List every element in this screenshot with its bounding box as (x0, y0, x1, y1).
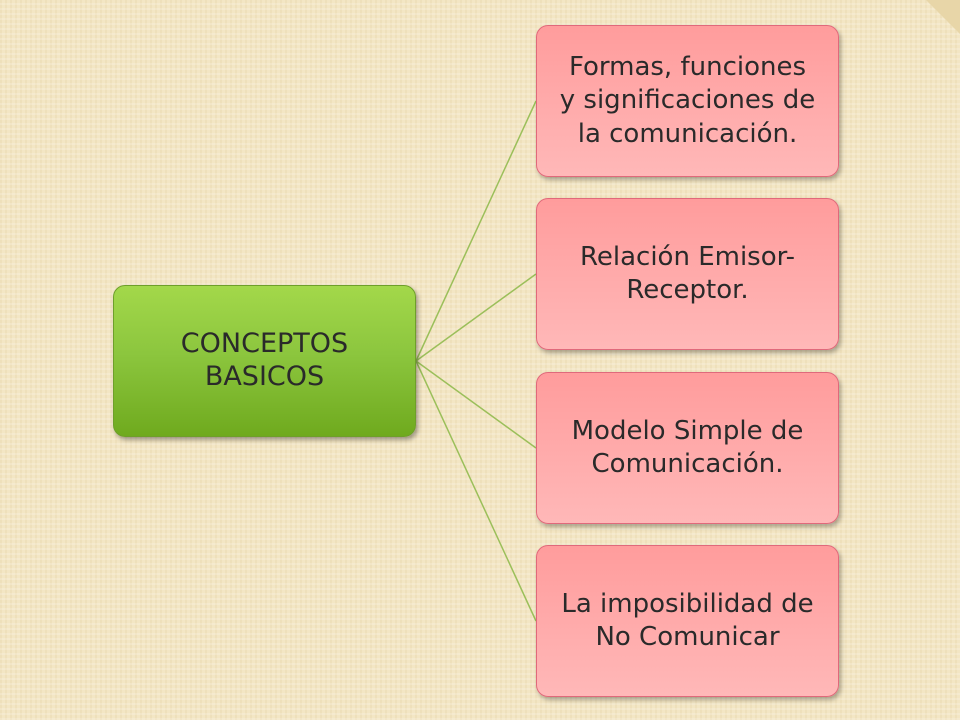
child-node-label: Formas, funciones y significaciones de l… (559, 52, 816, 149)
child-node-relacion-emisor-receptor: Relación Emisor- Receptor. (536, 198, 839, 350)
connector-root-child-2 (415, 273, 537, 362)
page-corner-fold (926, 0, 960, 34)
root-node: CONCEPTOS BASICOS (113, 285, 416, 437)
connector-root-child-1 (415, 100, 537, 362)
connector-root-child-4 (415, 360, 537, 622)
child-node-label: La imposibilidad de No Comunicar (561, 588, 814, 652)
child-node-label: Relación Emisor- Receptor. (579, 241, 796, 305)
child-node-modelo-simple: Modelo Simple de Comunicación. (536, 372, 839, 524)
child-node-formas-funciones: Formas, funciones y significaciones de l… (536, 25, 839, 177)
connector-root-child-3 (415, 360, 537, 449)
child-node-label: Modelo Simple de Comunicación. (571, 415, 804, 479)
root-node-label: CONCEPTOS BASICOS (180, 328, 349, 392)
child-node-imposibilidad: La imposibilidad de No Comunicar (536, 545, 839, 697)
